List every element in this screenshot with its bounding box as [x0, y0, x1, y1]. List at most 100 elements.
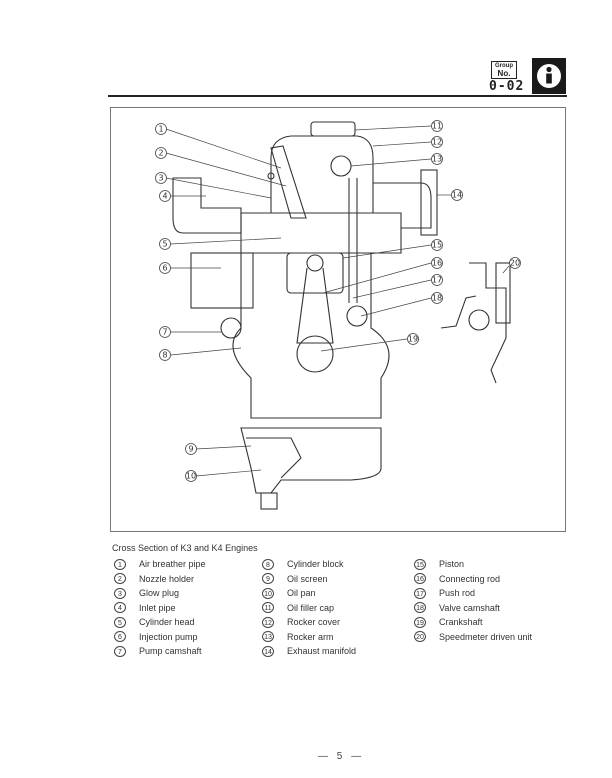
nozzle-holder-shape	[270, 145, 307, 219]
callout-label: 3	[158, 174, 163, 183]
group-number: 0-02	[489, 79, 525, 94]
callout-label: 5	[162, 240, 167, 249]
callout-label: 4	[162, 192, 167, 201]
callout-7: 7	[159, 326, 171, 338]
cylinder-block-shape	[232, 253, 390, 419]
callout-9: 9	[185, 443, 197, 455]
legend-item-number: 9	[262, 573, 274, 585]
callout-label: 7	[162, 328, 167, 337]
legend-item-label: Oil pan	[287, 588, 316, 599]
callout-12: 12	[431, 136, 443, 148]
inlet-pipe-shape	[172, 177, 242, 234]
legend-item-label: Glow plug	[139, 588, 180, 599]
callout-13: 13	[431, 153, 443, 165]
callout-label: 14	[452, 191, 462, 200]
legend-item-label: Injection pump	[139, 631, 198, 642]
callout-label: 2	[158, 149, 163, 158]
callout-label: 13	[432, 155, 442, 164]
legend-item-label: Cylinder block	[287, 559, 344, 570]
callout-4: 4	[159, 190, 171, 202]
callout-3: 3	[155, 172, 167, 184]
legend-item-label: Nozzle holder	[139, 573, 195, 584]
crankshaft-shape	[296, 335, 334, 373]
legend-item: 10 Oil pan	[262, 586, 356, 601]
legend-item-number: 12	[262, 616, 274, 628]
group-label-top: Group	[495, 63, 513, 69]
legend-item: 19 Crankshaft	[414, 615, 532, 630]
legend-item: 2 Nozzle holder	[114, 572, 206, 587]
callout-16: 16	[431, 257, 443, 269]
callout-10: 10	[185, 470, 197, 482]
callout-label: 1	[158, 125, 163, 134]
callout-8: 8	[159, 349, 171, 361]
legend-item-label: Piston	[439, 559, 465, 570]
callout-label: 9	[188, 445, 193, 454]
legend-item-number: 2	[114, 573, 126, 585]
legend-item: 15 Piston	[414, 557, 532, 572]
legend-item-label: Exhaust manifold	[287, 646, 357, 657]
pump-camshaft-shape	[220, 317, 242, 339]
legend-item-number: 3	[114, 587, 126, 599]
legend-item-label: Speedmeter driven unit	[439, 631, 533, 642]
callout-label: 19	[408, 335, 418, 344]
info-icon	[537, 64, 561, 88]
cylinder-head-shape	[240, 212, 402, 254]
callout-label: 20	[510, 259, 520, 268]
legend-item-label: Rocker cover	[287, 617, 341, 628]
legend-item: 3 Glow plug	[114, 586, 206, 601]
callout-15: 15	[431, 239, 443, 251]
legend-item-label: Connecting rod	[439, 573, 501, 584]
oil-screen-shape	[246, 437, 302, 479]
callout-11: 11	[431, 120, 443, 132]
legend-item-label: Inlet pipe	[139, 602, 176, 613]
legend-item-label: Push rod	[439, 588, 476, 599]
legend-item-number: 17	[414, 587, 426, 599]
rocker-cover-shape	[270, 135, 374, 213]
legend-item-number: 14	[262, 645, 274, 657]
callout-label: 12	[432, 138, 442, 147]
legend-item-number: 5	[114, 616, 126, 628]
legend-item-number: 15	[414, 558, 426, 570]
legend-item: 12 Rocker cover	[262, 615, 356, 630]
rocker-arm-shape	[330, 155, 352, 177]
legend-item-number: 19	[414, 616, 426, 628]
legend-item-number: 16	[414, 573, 426, 585]
callout-14: 14	[451, 189, 463, 201]
group-label: Group No.	[491, 61, 517, 79]
legend-item-number: 10	[262, 587, 274, 599]
legend-item-label: Crankshaft	[439, 617, 483, 628]
oil-filler-cap-shape	[310, 121, 356, 137]
legend-item: 14 Exhaust manifold	[262, 644, 356, 659]
legend-item-number: 4	[114, 602, 126, 614]
legend-item-label: Cylinder head	[139, 617, 195, 628]
legend-item-number: 20	[414, 631, 426, 643]
legend-item-number: 1	[114, 558, 126, 570]
legend-item-label: Pump camshaft	[139, 646, 202, 657]
injection-pump-shape	[190, 252, 254, 309]
legend-item-number: 13	[262, 631, 274, 643]
legend-item: 5 Cylinder head	[114, 615, 206, 630]
figure-caption: Cross Section of K3 and K4 Engines	[112, 543, 258, 553]
callout-label: 6	[162, 264, 167, 273]
callout-18: 18	[431, 292, 443, 304]
legend-item: 17 Push rod	[414, 586, 532, 601]
callout-1: 1	[155, 123, 167, 135]
callout-label: 10	[186, 472, 196, 481]
callout-label: 8	[162, 351, 167, 360]
speedometer-unit-shape	[469, 262, 507, 384]
legend-item-number: 11	[262, 602, 274, 614]
callout-label: 17	[432, 276, 442, 285]
legend-item-label: Valve camshaft	[439, 602, 500, 613]
callout-17: 17	[431, 274, 443, 286]
